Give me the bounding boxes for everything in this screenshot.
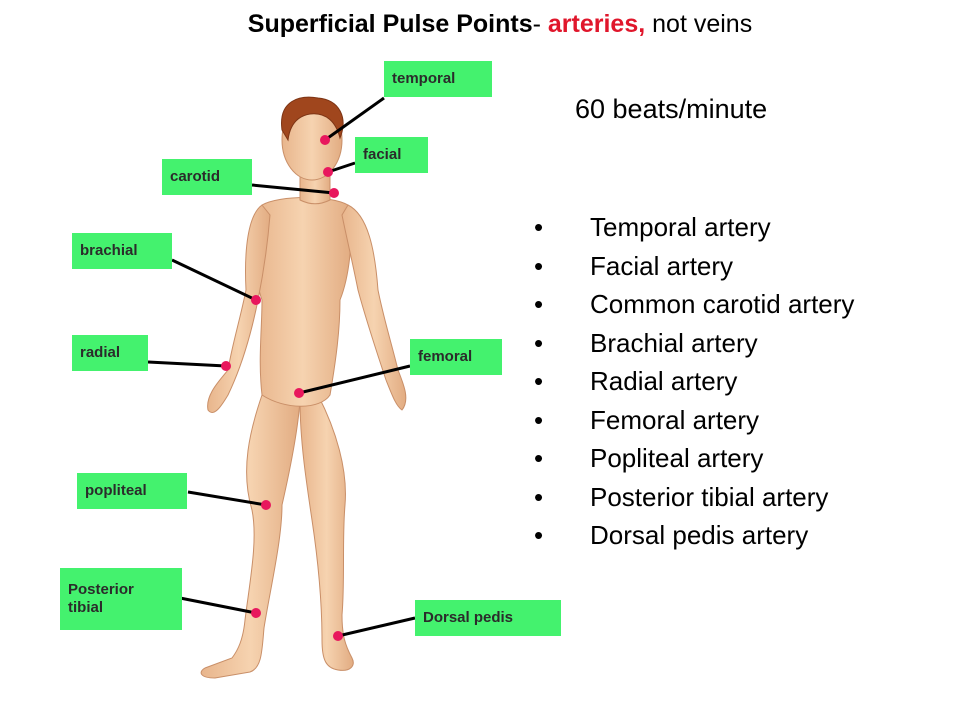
page-title: Superficial Pulse Points- arteries, not … — [0, 10, 960, 39]
title-main: Superficial Pulse Points — [247, 10, 533, 38]
leader-temporal — [324, 96, 385, 142]
list-item-text: Temporal artery — [590, 212, 771, 242]
leader-posterior-tibial — [179, 596, 257, 615]
title-highlight: arteries, — [547, 10, 646, 38]
pulse-dot-posterior-tibial — [251, 608, 261, 618]
label-posterior-tibial-line1: Posterior — [68, 581, 134, 598]
artery-list: • Temporal artery • Facial artery • Common … — [534, 208, 854, 555]
leader-radial — [147, 360, 227, 368]
list-item: • Common carotid artery — [534, 285, 854, 324]
bullet-icon: • — [534, 443, 544, 473]
bullet-icon: • — [534, 212, 544, 242]
list-item: • Popliteal artery — [534, 439, 854, 478]
bullet-icon: • — [534, 289, 544, 319]
bullet-icon: • — [534, 327, 544, 358]
pulse-dot-facial — [323, 167, 333, 177]
list-item: • Radial artery — [534, 362, 854, 401]
label-carotid: carotid — [162, 159, 252, 195]
title-suffix: not veins — [645, 10, 753, 38]
title-separator: - — [532, 10, 548, 38]
list-item-text: Radial artery — [590, 366, 738, 396]
list-item-text: Femoral artery — [590, 404, 760, 435]
leader-popliteal — [187, 490, 267, 507]
bullet-icon: • — [534, 520, 544, 550]
hair — [281, 96, 344, 142]
pulse-dot-popliteal — [261, 500, 271, 510]
pulse-dot-radial — [221, 361, 231, 371]
bullet-icon: • — [534, 366, 544, 396]
label-popliteal: popliteal — [77, 473, 187, 509]
pulse-dot-brachial — [251, 295, 261, 305]
leader-dorsal-pedis — [337, 616, 416, 638]
pulse-dot-temporal — [320, 135, 330, 145]
label-radial: radial — [72, 335, 148, 371]
label-brachial: brachial — [72, 233, 172, 269]
label-facial: facial — [355, 137, 428, 173]
list-item: • Dorsal pedis artery — [534, 516, 854, 555]
list-item: • Posterior tibial artery — [534, 478, 854, 517]
pulse-dot-carotid — [329, 188, 339, 198]
label-femoral: femoral — [410, 339, 502, 375]
leader-carotid — [251, 183, 335, 195]
list-item: • Facial artery — [534, 247, 854, 286]
pulse-dot-femoral — [294, 388, 304, 398]
label-temporal: temporal — [384, 61, 492, 97]
list-item: • Temporal artery — [534, 208, 854, 247]
list-item-text: Posterior tibial artery — [590, 481, 829, 512]
list-item: • Brachial artery — [534, 324, 854, 363]
list-item-text: Facial artery — [590, 250, 734, 281]
list-item-text: Brachial artery — [590, 327, 758, 358]
list-item-text: Common carotid artery — [590, 289, 855, 319]
left-leg — [200, 394, 301, 679]
pulse-dot-dorsal-pedis — [333, 631, 343, 641]
right-arm — [341, 204, 407, 411]
label-dorsal-pedis: Dorsal pedis — [415, 600, 561, 636]
label-posterior-tibial-line2: tibial — [68, 599, 104, 616]
leader-brachial — [171, 258, 257, 302]
bullet-icon: • — [534, 481, 544, 512]
bullet-icon: • — [534, 250, 544, 281]
list-item-text: Dorsal pedis artery — [590, 520, 809, 550]
bullet-icon: • — [534, 404, 544, 435]
list-item-text: Popliteal artery — [590, 443, 764, 473]
right-leg — [299, 394, 354, 671]
list-item: • Femoral artery — [534, 401, 854, 440]
pulse-rate: 60 beats/minute — [575, 94, 768, 124]
leader-femoral — [298, 364, 411, 395]
